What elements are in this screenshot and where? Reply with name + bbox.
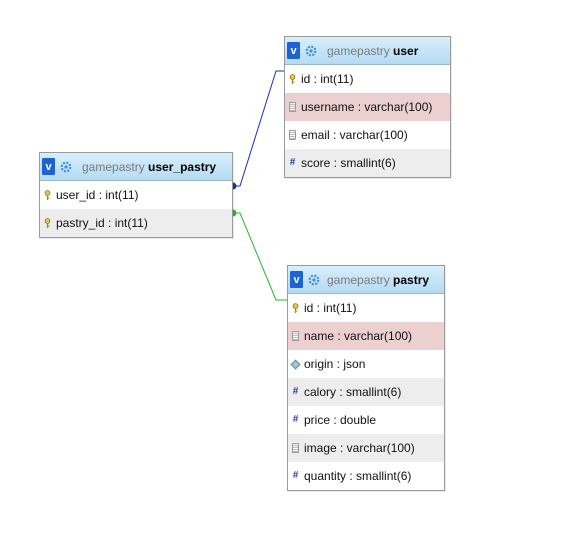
relation-user-id[interactable] [232,70,284,187]
table-pastry[interactable]: v gamepastry pastry id : int(11) name : … [287,265,445,491]
json-icon [290,359,301,369]
table-name: user_pastry [148,159,217,174]
toggle-columns-button[interactable]: v [287,42,300,59]
column-label: origin : json [304,357,366,371]
index-icon [291,331,300,341]
table-header[interactable]: v gamepastry user [285,37,450,65]
column-row[interactable]: username : varchar(100) [285,93,450,121]
key-icon [291,302,300,314]
toggle-columns-button[interactable]: v [290,271,303,288]
table-title[interactable]: gamepastry user [327,44,418,58]
column-row[interactable]: image : varchar(100) [288,434,444,462]
table-title[interactable]: gamepastry user_pastry [82,160,216,174]
column-label: user_id : int(11) [56,188,139,202]
gear-icon[interactable] [304,44,318,58]
database-name: gamepastry [82,159,145,174]
gear-icon[interactable] [59,160,73,174]
column-label: id : int(11) [301,72,354,86]
column-row[interactable]: # score : smallint(6) [285,149,450,177]
column-row[interactable]: id : int(11) [285,65,450,93]
database-name: gamepastry [327,272,390,287]
numeric-icon: # [292,470,299,481]
table-header[interactable]: v gamepastry user_pastry [40,153,232,181]
column-row[interactable]: # quantity : smallint(6) [288,462,444,490]
database-name: gamepastry [327,43,390,58]
table-user-pastry[interactable]: v gamepastry user_pastry user_id : int(1… [39,152,233,238]
column-label: username : varchar(100) [301,100,433,114]
column-label: image : varchar(100) [304,441,415,455]
numeric-icon: # [289,157,296,168]
table-name: pastry [393,272,430,287]
table-header[interactable]: v gamepastry pastry [288,266,444,294]
column-row[interactable]: user_id : int(11) [40,181,232,209]
gear-icon[interactable] [307,273,321,287]
key-icon [43,189,52,201]
index-icon [288,130,297,140]
column-row[interactable]: id : int(11) [288,294,444,322]
numeric-icon: # [292,386,299,397]
toggle-columns-button[interactable]: v [42,158,55,175]
column-row[interactable]: # price : double [288,406,444,434]
key-icon [288,73,297,85]
table-title[interactable]: gamepastry pastry [327,273,429,287]
column-label: price : double [304,413,377,427]
column-label: email : varchar(100) [301,128,408,142]
column-row[interactable]: email : varchar(100) [285,121,450,149]
column-row[interactable]: pastry_id : int(11) [40,209,232,237]
column-row[interactable]: name : varchar(100) [288,322,444,350]
column-row[interactable]: origin : json [288,350,444,378]
column-row[interactable]: # calory : smallint(6) [288,378,444,406]
column-label: id : int(11) [304,301,357,315]
column-label: quantity : smallint(6) [304,469,412,483]
column-label: score : smallint(6) [301,156,396,170]
column-label: calory : smallint(6) [304,385,402,399]
index-icon [291,443,300,453]
relation-pastry-id[interactable] [232,212,287,301]
column-label: pastry_id : int(11) [56,216,148,230]
key-icon [43,217,52,229]
index-icon [288,102,297,112]
column-label: name : varchar(100) [304,329,413,343]
table-name: user [393,43,419,58]
table-user[interactable]: v gamepastry user id : int(11) username … [284,36,451,178]
numeric-icon: # [292,414,299,425]
